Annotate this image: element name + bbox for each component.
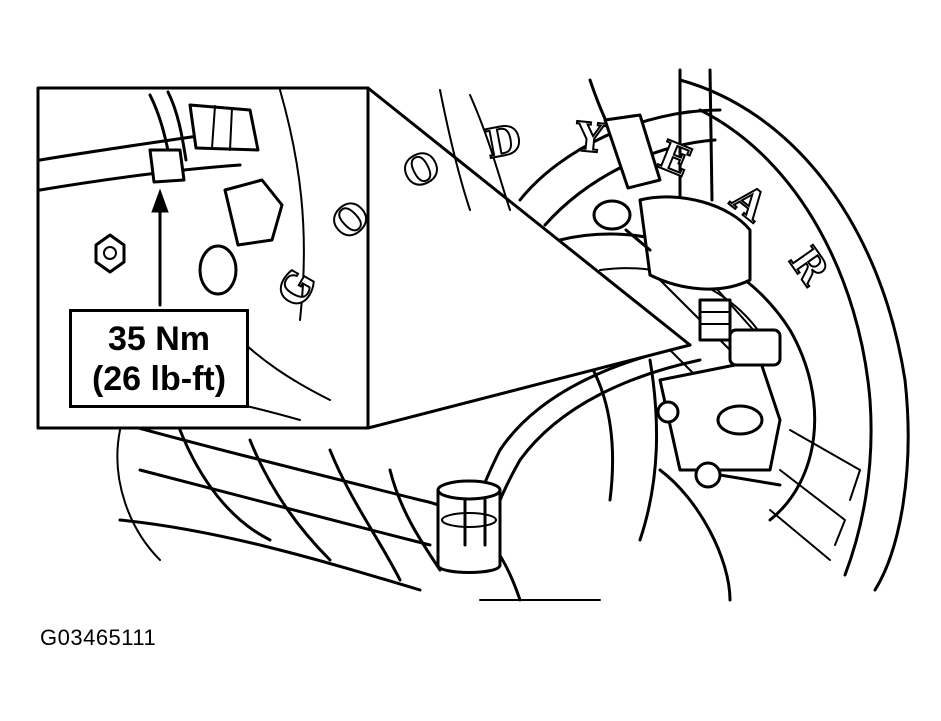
brake-caliper — [656, 328, 782, 489]
torque-callout: 35 Nm (26 lb-ft) — [69, 309, 249, 408]
figure-id-label: G03465111 — [40, 625, 157, 650]
background-lines — [116, 89, 511, 561]
tire-letter: Y — [573, 113, 608, 163]
catch-bottle — [436, 479, 502, 574]
tire — [678, 68, 910, 592]
bleeder-screw — [698, 298, 732, 342]
torque-imperial-label: (26 lb-ft) — [91, 359, 227, 398]
brake-hose-fitting — [588, 78, 752, 291]
tire-letter: D — [482, 115, 525, 168]
torque-metric-label: 35 Nm — [107, 319, 211, 358]
